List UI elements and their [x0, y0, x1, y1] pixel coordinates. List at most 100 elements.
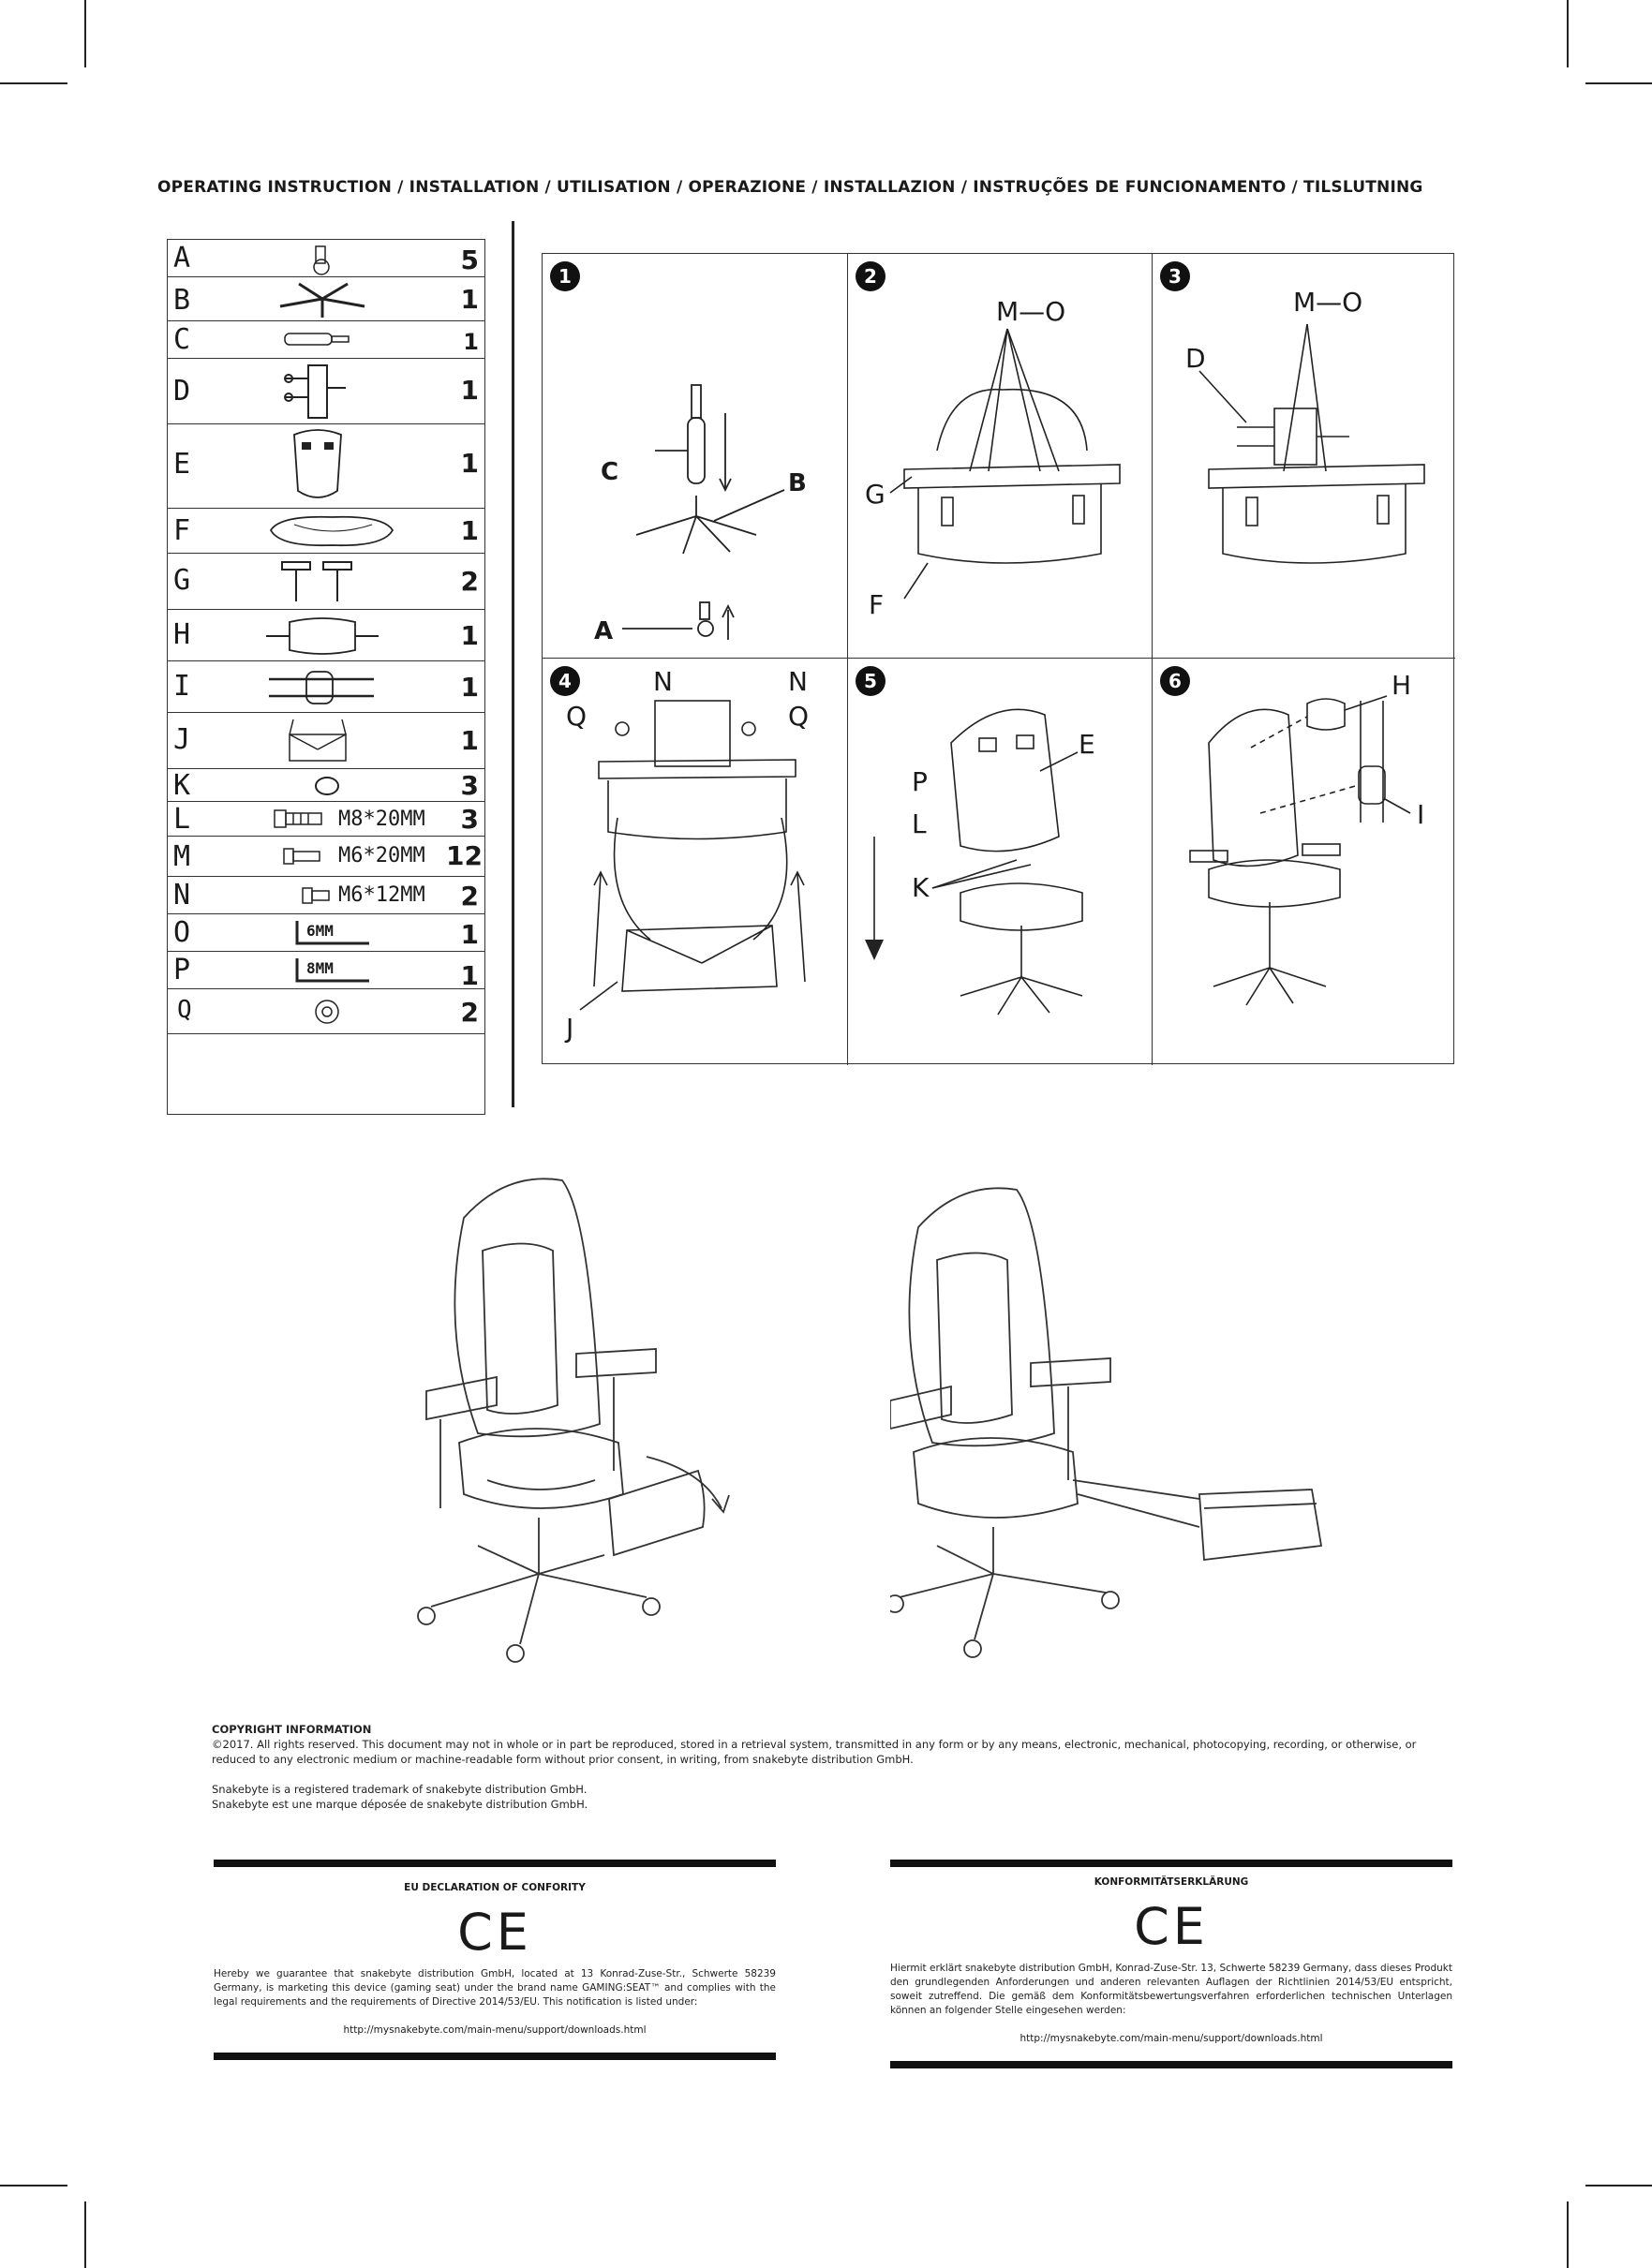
- part-qty: 2: [460, 566, 479, 597]
- gas-lift-icon: [284, 333, 350, 346]
- chair-footrest-extended-illustration: [890, 1187, 1323, 1658]
- copyright-title: COPYRIGHT INFORMATION: [212, 1723, 372, 1736]
- hex-key-icon: [295, 921, 369, 945]
- step-badge: 1: [550, 261, 580, 291]
- part-qty: 2: [460, 997, 479, 1028]
- part-letter: N: [173, 879, 191, 912]
- part-size: 6MM: [306, 922, 334, 940]
- part-row-n: N M6*12MM 2: [168, 877, 484, 914]
- declaration-url[interactable]: http://mysnakebyte.com/main-menu/support…: [343, 2024, 647, 2036]
- hex-key-icon: [295, 958, 369, 983]
- part-qty: 2: [460, 881, 479, 912]
- part-row-c: C 1: [168, 321, 484, 359]
- part-row-o: O 6MM 1: [168, 914, 484, 952]
- mechanism-icon: [284, 364, 346, 419]
- part-row-g: G 2: [168, 554, 484, 610]
- step-label: N: [653, 666, 673, 697]
- step-label: H: [1392, 670, 1412, 701]
- washer-icon: [315, 777, 339, 795]
- part-row-k: K 3: [168, 769, 484, 802]
- part-size: M6*12MM: [338, 883, 425, 907]
- declaration-url[interactable]: http://mysnakebyte.com/main-menu/support…: [1019, 2033, 1323, 2044]
- crop-mark: [1567, 0, 1569, 67]
- trademark-en: Snakebyte is a registered trademark of s…: [212, 1783, 588, 1796]
- step-badge: 4: [550, 666, 580, 696]
- short-screw-icon: [302, 887, 330, 904]
- page-title: OPERATING INSTRUCTION / INSTALLATION / U…: [157, 178, 1423, 197]
- part-row-q: Q 2: [168, 989, 484, 1034]
- part-qty: 1: [460, 919, 479, 950]
- declaration-title: EU DECLARATION OF CONFORITY: [404, 1882, 586, 1893]
- step-2: 2 M—O G F: [848, 254, 1153, 659]
- crop-mark: [1585, 2185, 1652, 2186]
- declaration-text: Hiermit erklärt snakebyte distribution G…: [890, 1963, 1452, 2016]
- eu-declaration: EU DECLARATION OF CONFORITY CE Hereby we…: [214, 1860, 776, 2060]
- part-qty: 1: [460, 672, 479, 703]
- step-6: 6 H I: [1153, 659, 1455, 1065]
- step-badge: 5: [856, 666, 886, 696]
- chair-footrest-folded-illustration: [417, 1178, 730, 1663]
- crop-mark: [84, 0, 86, 67]
- divider-bar: [214, 2053, 776, 2060]
- part-row-b: B 1: [168, 277, 484, 321]
- step-label: K: [912, 872, 930, 903]
- part-letter: A: [173, 242, 191, 274]
- part-row-e: E 1: [168, 424, 484, 509]
- part-letter: E: [173, 448, 191, 481]
- part-qty: 5: [460, 245, 479, 275]
- part-row-p: P 8MM 1: [168, 952, 484, 989]
- step-1: 1 C B A: [543, 254, 848, 659]
- ring-washer-icon: [315, 1000, 339, 1024]
- part-qty: 1: [460, 448, 479, 479]
- part-size: M6*20MM: [338, 844, 425, 867]
- part-letter: I: [173, 670, 191, 703]
- step-label: M—O: [996, 296, 1066, 327]
- part-row-d: D 1: [168, 359, 484, 424]
- step-5: 5 E P L K: [848, 659, 1153, 1065]
- ce-mark: CE: [457, 1903, 532, 1962]
- divider-bar: [890, 2061, 1452, 2068]
- step-label: C: [601, 458, 619, 486]
- part-letter: G: [173, 564, 191, 597]
- step-badge: 3: [1160, 261, 1190, 291]
- part-letter: Q: [177, 996, 192, 1024]
- part-qty: 3: [460, 770, 479, 801]
- crop-mark: [1567, 2201, 1569, 2268]
- step-label: L: [912, 808, 927, 839]
- part-letter: D: [173, 375, 191, 408]
- part-row-h: H 1: [168, 610, 484, 661]
- lumbar-pillow-icon: [269, 671, 374, 704]
- part-letter: P: [173, 954, 191, 986]
- part-size: 8MM: [306, 959, 334, 977]
- step-badge: 6: [1160, 666, 1190, 696]
- part-qty: 1: [460, 284, 479, 315]
- part-letter: J: [173, 723, 191, 756]
- step-label: E: [1079, 729, 1095, 760]
- part-letter: M: [173, 840, 191, 873]
- part-row-l: L M8*20MM 3: [168, 802, 484, 837]
- copyright-text: ©2017. All rights reserved. This documen…: [212, 1738, 1417, 1766]
- step-4-illustration: [579, 700, 806, 1011]
- armrest-icon: [281, 561, 352, 601]
- step-label: B: [788, 469, 807, 497]
- backrest-icon: [293, 429, 342, 498]
- part-size: M8*20MM: [338, 808, 425, 831]
- trademark-fr: Snakebyte est une marque déposée de snak…: [212, 1798, 588, 1811]
- declaration-title: KONFORMITÄTSERKLÄRUNG: [1094, 1876, 1249, 1888]
- part-row-m: M M6*20MM 12: [168, 837, 484, 877]
- part-letter: K: [173, 769, 191, 802]
- divider-bar: [214, 1860, 776, 1867]
- part-qty: 1: [460, 375, 479, 406]
- part-qty: 1: [460, 960, 479, 991]
- step-1-illustration: [622, 384, 785, 640]
- seat-icon: [269, 515, 394, 547]
- part-qty: 12: [446, 840, 483, 871]
- part-qty: 1: [463, 329, 479, 355]
- ce-mark: CE: [1134, 1897, 1209, 1956]
- caster-icon: [313, 245, 330, 275]
- step-5-illustration: [865, 708, 1083, 1015]
- step-6-illustration: [1189, 695, 1411, 1006]
- part-row-a: A 5: [168, 240, 484, 277]
- step-label: J: [566, 1013, 574, 1044]
- parts-list: A 5 B 1 C 1 D 1 E 1 F 1 G 2 H 1 I 1: [167, 239, 485, 1115]
